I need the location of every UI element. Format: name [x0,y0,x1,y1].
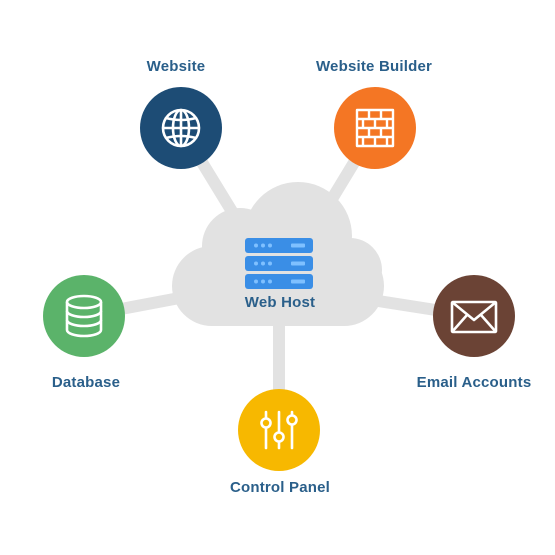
website-label: Website [146,58,206,75]
web-host-label: Web Host [244,294,316,311]
database-label: Database [51,374,121,391]
globe-icon [161,108,201,148]
email-accounts-label: Email Accounts [416,374,532,391]
website-builder-label: Website Builder [315,58,433,75]
email-accounts-node [433,275,515,357]
control-panel-label: Control Panel [229,479,331,496]
website-builder-node [334,87,416,169]
envelope-icon [450,300,498,334]
database-icon [65,294,103,338]
server-stack-icon [245,238,313,289]
website-node [140,87,222,169]
control-panel-node [238,389,320,471]
database-node [43,275,125,357]
email-accounts-circle [433,275,515,357]
sliders-icon [260,410,298,450]
brick-wall-icon [355,108,395,148]
